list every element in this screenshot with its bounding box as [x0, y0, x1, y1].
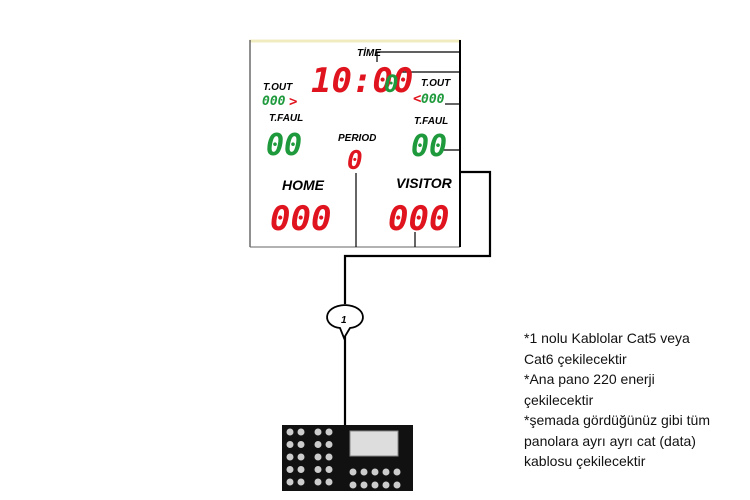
home-tfaul-display: 00 — [266, 128, 302, 163]
controller-button — [382, 468, 390, 476]
home-tout-display: 000 — [262, 94, 286, 109]
cable-marker-bubble: 1 — [326, 304, 364, 341]
controller-button — [314, 428, 322, 436]
visitor-tout-label: T.OUT — [421, 78, 451, 89]
controller-button — [286, 428, 294, 436]
controller-button — [314, 466, 322, 473]
note-line: çekilecektir — [524, 391, 594, 408]
controller-button — [360, 481, 368, 489]
controller-button — [360, 468, 368, 476]
note-line: panolara ayrı ayrı cat (data) — [524, 432, 696, 449]
note-line: *Ana pano 220 enerji — [524, 371, 655, 387]
note-line: Cat6 çekilecektir — [524, 350, 627, 367]
controller-button — [286, 478, 294, 486]
controller-button — [314, 478, 322, 486]
connection-lines — [343, 40, 492, 426]
controller-button — [325, 441, 333, 448]
controller-button — [314, 441, 322, 448]
controller-lcd-screen — [349, 430, 399, 457]
home-score-display: 000 — [270, 199, 331, 239]
controller-button — [297, 466, 305, 473]
visitor-score-display: 000 — [388, 199, 449, 239]
controller-button — [297, 441, 305, 448]
visitor-tfaul-display: 00 — [411, 129, 447, 164]
controller-button — [286, 453, 294, 461]
visitor-tout-display: 000 — [421, 92, 445, 107]
controller-button — [297, 453, 305, 461]
home-tfaul-label: T.FAUL — [269, 113, 303, 124]
note-line: *1 nolu Kablolar Cat5 veya — [524, 330, 690, 346]
controller-button — [297, 428, 305, 436]
controller-button — [371, 468, 379, 476]
controller-button — [371, 481, 379, 489]
controller-button — [393, 481, 401, 489]
home-tout-arrow: > — [289, 94, 297, 110]
note-line: kablosu çekilecektir — [524, 453, 646, 469]
time-tenths-display: 0 — [384, 70, 398, 98]
controller-button — [325, 478, 333, 486]
controller-button — [286, 466, 294, 473]
controller-button — [349, 468, 357, 476]
controller-button — [314, 453, 322, 461]
controller-button — [325, 453, 333, 461]
period-label: PERIOD — [338, 133, 376, 144]
controller-button — [382, 481, 390, 489]
period-display: 0 — [347, 146, 363, 176]
visitor-label: VISITOR — [396, 175, 453, 191]
controller-button — [349, 481, 357, 489]
controller-button — [393, 468, 401, 476]
home-tout-label: T.OUT — [263, 82, 293, 93]
controller-button — [297, 478, 305, 486]
controller-button — [286, 441, 294, 448]
main-controller-console — [282, 425, 413, 491]
visitor-tout-arrow: < — [413, 91, 421, 107]
home-label: HOME — [282, 177, 325, 193]
cable-marker-number: 1 — [341, 315, 347, 326]
visitor-tfaul-label: T.FAUL — [414, 116, 448, 127]
controller-button — [325, 428, 333, 436]
controller-button — [325, 466, 333, 473]
time-label: TİME — [357, 46, 381, 59]
note-line: *şemada gördüğünüz gibi tüm — [524, 412, 711, 428]
scoreboard-panel — [249, 39, 461, 248]
time-display: 10:00 — [311, 61, 413, 101]
